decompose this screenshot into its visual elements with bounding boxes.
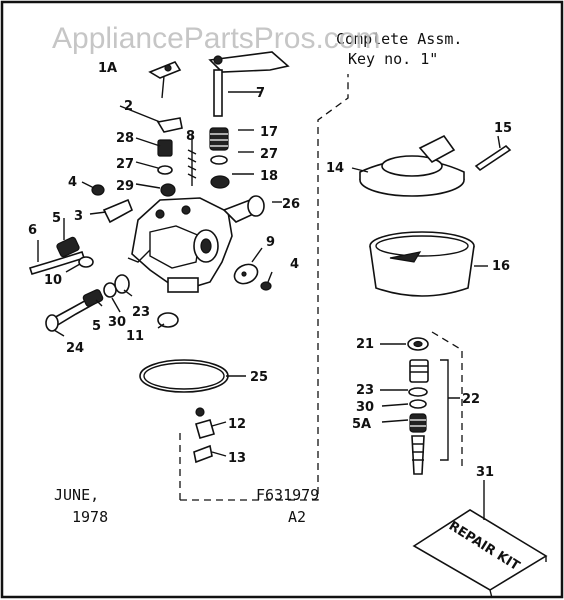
code-line2: A2 xyxy=(288,508,306,526)
watermark: AppliancePartsPros.com xyxy=(52,22,380,55)
screw-4b xyxy=(260,281,272,291)
callout-11: 11 xyxy=(126,329,144,344)
callout-30b: 30 xyxy=(356,400,374,415)
bracket-22 xyxy=(440,359,460,461)
header-note-line1: Complete Assm. xyxy=(336,30,462,48)
callout-5A: 5A xyxy=(352,417,371,432)
callout-17: 17 xyxy=(260,125,278,140)
throttle-shaft-1A xyxy=(148,61,182,99)
callout-13: 13 xyxy=(228,451,246,466)
part-28 xyxy=(157,139,173,157)
washer-27b xyxy=(210,155,228,165)
callout-26: 26 xyxy=(282,197,300,212)
callout-1A: 1A xyxy=(98,61,117,76)
callout-15: 15 xyxy=(494,121,512,136)
callout-23a: 23 xyxy=(132,305,150,320)
callout-9: 9 xyxy=(266,235,275,250)
callout-16: 16 xyxy=(492,259,510,274)
leader-lines xyxy=(37,91,501,520)
callout-30a: 30 xyxy=(108,315,126,330)
spring-5a xyxy=(56,236,80,258)
callout-24: 24 xyxy=(66,341,84,356)
part-29 xyxy=(160,183,176,197)
float-14 xyxy=(359,134,465,197)
washer-27a xyxy=(157,165,173,175)
choke-shaft-7 xyxy=(208,51,290,117)
spring-5A xyxy=(409,413,427,433)
callout-25: 25 xyxy=(250,370,268,385)
throttle-plate-9 xyxy=(233,263,259,285)
pin-15 xyxy=(474,144,512,172)
assembly-boundary-line xyxy=(180,74,349,501)
callout-22: 22 xyxy=(462,392,480,407)
bowl-nut-top xyxy=(409,359,429,383)
date-line2: 1978 xyxy=(72,508,108,526)
callout-18: 18 xyxy=(260,169,278,184)
plug-11 xyxy=(157,312,179,328)
needle-valve-12 xyxy=(195,407,215,439)
callout-21: 21 xyxy=(356,337,374,352)
fitting-26 xyxy=(222,195,265,223)
oring-10 xyxy=(78,256,94,268)
washer-30a xyxy=(103,282,117,298)
callout-4a: 4 xyxy=(68,175,77,190)
callout-28: 28 xyxy=(116,131,134,146)
clip-13 xyxy=(193,444,213,464)
callout-10: 10 xyxy=(44,273,62,288)
callout-23b: 23 xyxy=(356,383,374,398)
callout-31: 31 xyxy=(476,465,494,480)
callout-3: 3 xyxy=(74,209,83,224)
washer-30b xyxy=(409,399,427,409)
callout-5a: 5 xyxy=(52,211,61,226)
bowl-gasket-25 xyxy=(139,359,229,393)
gasket-3 xyxy=(102,198,134,224)
main-jet-needle xyxy=(411,435,425,475)
spring-17 xyxy=(209,127,229,151)
part-2 xyxy=(156,117,183,133)
callout-29: 29 xyxy=(116,179,134,194)
code-line1: F631979 xyxy=(256,486,319,504)
callout-5b: 5 xyxy=(92,319,101,334)
seal-18 xyxy=(210,175,230,189)
callout-6: 6 xyxy=(28,223,37,238)
needle-24 xyxy=(45,296,96,332)
callout-2: 2 xyxy=(124,99,133,114)
header-note-line2: Key no. 1" xyxy=(348,50,438,68)
screw-4a xyxy=(91,184,105,196)
callout-27b: 27 xyxy=(260,147,278,162)
repair-kit-31: REPAIR KIT xyxy=(412,509,548,599)
fuel-bowl-boundary-line xyxy=(431,331,463,470)
callout-12: 12 xyxy=(228,417,246,432)
oring-23b xyxy=(408,387,428,397)
callout-7: 7 xyxy=(256,86,265,101)
carburetor-body xyxy=(127,197,233,293)
part-8-screw xyxy=(187,146,197,186)
callout-4b: 4 xyxy=(290,257,299,272)
oring-23a xyxy=(114,274,130,294)
callout-8: 8 xyxy=(186,129,195,144)
float-bowl-16 xyxy=(369,231,475,297)
date-line1: JUNE, xyxy=(54,486,99,504)
callout-14: 14 xyxy=(326,161,344,176)
callout-27a: 27 xyxy=(116,157,134,172)
